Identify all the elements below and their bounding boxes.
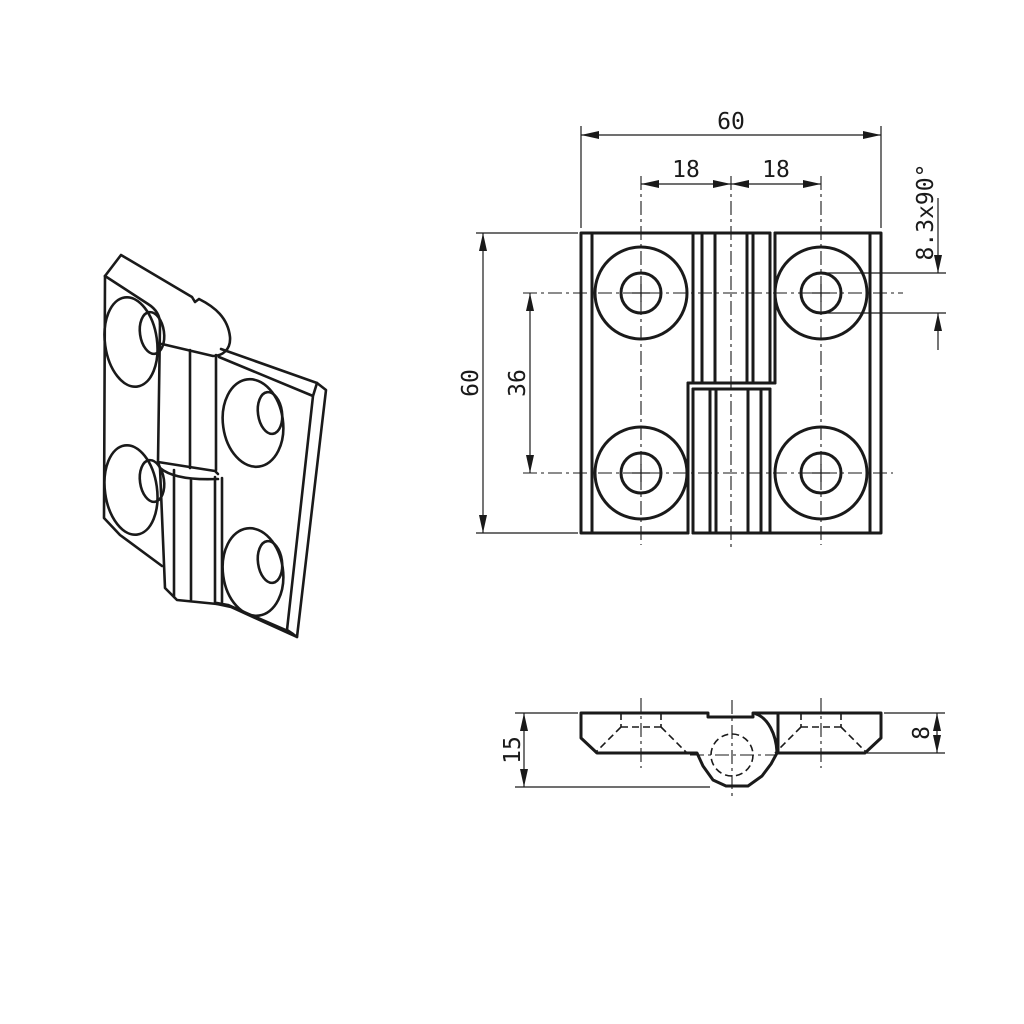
front-centerlines (523, 176, 903, 548)
dim-15-label: 15 (500, 736, 526, 764)
dim-height-60-label: 60 (458, 369, 484, 397)
iso-barrel-lower (158, 466, 224, 606)
dim-width-60: 60 (580, 109, 882, 228)
dim-36-label: 36 (505, 369, 531, 397)
dim-leaf-thickness-8: 8 (867, 712, 945, 754)
iso-left-leaf-outline (102, 274, 164, 568)
isometric-view (102, 253, 328, 639)
side-outline (579, 711, 883, 788)
iso-hole-bottom-left-outer (103, 443, 159, 537)
front-knuckle-upper (691, 231, 777, 385)
dim-8-label: 8 (909, 726, 935, 740)
iso-hole-top-right-inner (256, 390, 284, 436)
iso-barrel-upper (156, 322, 218, 472)
dim-countersink: 8.3x90° (821, 164, 946, 350)
front-chamfer-lines (590, 231, 872, 535)
dim-countersink-label: 8.3x90° (913, 164, 939, 261)
side-knuckle-fillet (754, 712, 779, 754)
side-hidden-countersink-left (594, 713, 688, 754)
iso-hole-bottom-left-inner (138, 458, 166, 504)
front-center-crosses (632, 284, 830, 482)
iso-hole-bottom-right-inner (256, 539, 284, 585)
front-outline (579, 231, 883, 535)
dim-hole-spacing-36: 36 (505, 293, 534, 473)
front-knuckle-lower (686, 381, 772, 535)
dim-height-60: 60 (458, 232, 578, 534)
side-centerlines (640, 698, 822, 797)
side-view: 15 8 (500, 698, 945, 797)
iso-hole-top-left-outer (103, 295, 159, 389)
dim-hole-offsets-18: 18 18 (641, 157, 821, 188)
dim-18-right-label: 18 (762, 157, 790, 183)
dim-width-60-label: 60 (717, 109, 745, 135)
iso-hole-top-left-inner (138, 310, 166, 356)
front-view: 60 18 18 8.3x90° 60 36 (458, 109, 946, 548)
iso-top-face-outline (103, 253, 232, 358)
iso-right-leaf-front-face (215, 355, 319, 639)
dim-18-left-label: 18 (672, 157, 700, 183)
side-hidden-countersink-right (774, 713, 868, 754)
iso-knuckle-split (156, 460, 220, 481)
dim-overall-height-15: 15 (500, 712, 710, 788)
iso-hole-top-right-outer (221, 377, 285, 469)
